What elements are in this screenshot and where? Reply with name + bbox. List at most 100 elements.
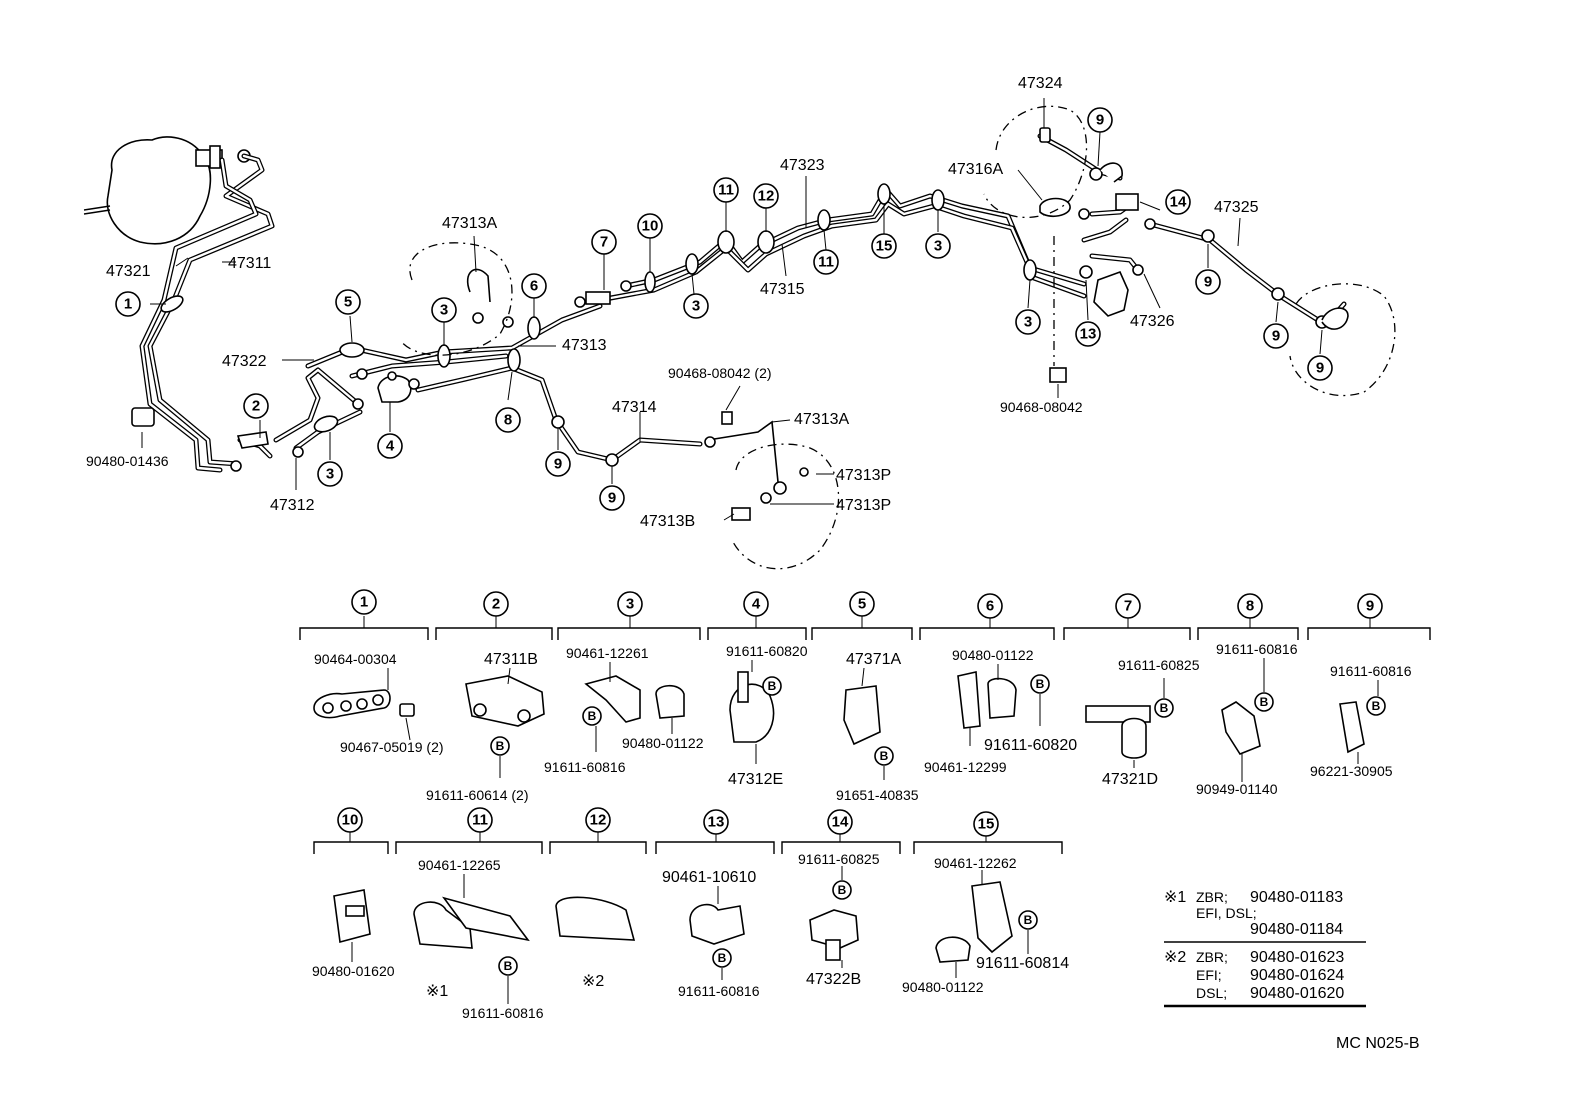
bolt-mark-11: B — [498, 956, 518, 976]
label-47324: 47324 — [1018, 75, 1063, 92]
group-brackets-row1 — [299, 616, 1431, 640]
bolt-mark-1: B — [490, 736, 510, 756]
g13-label-b: 91611-60816 — [678, 983, 760, 999]
bolt-47313B — [731, 507, 751, 521]
detail-circles — [399, 105, 1396, 570]
svg-text:7: 7 — [1124, 598, 1132, 615]
group-5-number: 5 — [849, 591, 875, 617]
clip-90468-08042-a — [721, 411, 733, 425]
g1-label-a: 90464-00304 — [314, 651, 397, 667]
upper-part-labels: 47321 47311 90480-01436 47312 47322 4731… — [86, 75, 1259, 530]
svg-text:B: B — [504, 959, 513, 973]
joint-14 — [1115, 193, 1139, 211]
callout-12-upper: 12 — [753, 183, 779, 209]
group-14-number: 14 — [827, 809, 853, 835]
callout-8-upper: 8 — [495, 407, 521, 433]
label-47313P-b: 47313P — [836, 497, 891, 514]
note2-row3-key: DSL; — [1196, 985, 1227, 1001]
svg-text:5: 5 — [344, 294, 352, 311]
label-90480-01436: 90480-01436 — [86, 453, 169, 469]
svg-text:7: 7 — [600, 234, 608, 251]
svg-text:6: 6 — [986, 598, 994, 615]
svg-text:B: B — [718, 951, 727, 965]
label-90468-08042: 90468-08042 — [1000, 399, 1083, 415]
label-47312: 47312 — [270, 497, 315, 514]
label-47323: 47323 — [780, 157, 825, 174]
group-7-number: 7 — [1115, 593, 1141, 619]
group-6-number: 6 — [977, 593, 1003, 619]
g8-label-b: 90949-01140 — [1196, 781, 1278, 797]
bolt-mark-9: B — [1366, 696, 1386, 716]
svg-text:B: B — [1260, 695, 1269, 709]
g3-label-a: 90461-12261 — [566, 645, 649, 661]
svg-text:11: 11 — [472, 812, 488, 829]
svg-text:3: 3 — [934, 238, 942, 255]
group-13-number: 13 — [703, 809, 729, 835]
note1-row1-key: ZBR; — [1196, 889, 1228, 905]
bolt-mark-3: B — [582, 706, 602, 726]
g9-label-b: 96221-30905 — [1310, 763, 1393, 779]
note2-row3-value: 90480-01620 — [1250, 985, 1344, 1002]
label-47313P-a: 47313P — [836, 467, 891, 484]
g15-label-c: 90480-01122 — [902, 979, 984, 995]
group-11-number: 11 — [467, 807, 493, 833]
svg-text:3: 3 — [692, 298, 700, 315]
svg-text:B: B — [768, 679, 777, 693]
label-47321: 47321 — [106, 263, 151, 280]
callout-3-upper-e: 3 — [1015, 309, 1041, 335]
bolt-mark-8: B — [1254, 692, 1274, 712]
callout-9-upper-e: 9 — [1263, 323, 1289, 349]
g9-label-a: 91611-60816 — [1330, 663, 1412, 679]
svg-text:B: B — [1036, 677, 1045, 691]
svg-text:9: 9 — [1204, 274, 1212, 291]
svg-text:9: 9 — [1096, 112, 1104, 129]
svg-text:12: 12 — [758, 188, 775, 205]
group-1-number: 1 — [351, 589, 377, 615]
g12-label-a: ※2 — [582, 973, 604, 990]
group-15-number: 15 — [973, 811, 999, 837]
g14-label-a: 91611-60825 — [798, 851, 880, 867]
svg-text:B: B — [880, 749, 889, 763]
svg-text:4: 4 — [386, 438, 395, 455]
wheel-cylinder-rear — [1321, 307, 1349, 330]
callout-11-upper-a: 11 — [713, 177, 739, 203]
callout-3-upper-d: 3 — [925, 233, 951, 259]
svg-text:1: 1 — [124, 296, 132, 313]
callout-5-upper: 5 — [335, 289, 361, 315]
hose-47313A-lower — [707, 420, 779, 483]
g3-label-b: 90480-01122 — [622, 735, 704, 751]
svg-text:12: 12 — [590, 812, 607, 829]
svg-text:9: 9 — [1316, 360, 1324, 377]
note2-row2-value: 90480-01624 — [1250, 967, 1344, 984]
callout-4-upper: 4 — [377, 433, 403, 459]
svg-text:9: 9 — [1272, 328, 1280, 345]
clamp-parts-breakdown: 1 2 3 4 5 6 7 8 9 10 11 12 13 14 15 — [299, 589, 1431, 1021]
svg-text:14: 14 — [1170, 194, 1187, 211]
g6-label-a: 90480-01122 — [952, 647, 1034, 663]
g4-label-a: 91611-60820 — [726, 643, 808, 659]
figure-code: MC N025-B — [1336, 1035, 1420, 1052]
hose-47316A — [1039, 197, 1071, 218]
callout-2-upper: 2 — [243, 393, 269, 419]
bolt-mark-15: B — [1018, 910, 1038, 930]
bracket-90480-01436 — [131, 407, 155, 427]
group-brackets-row2 — [313, 832, 1063, 854]
group-9-number: 9 — [1357, 593, 1383, 619]
note1-mark: ※1 — [1164, 889, 1186, 906]
g1-label-b: 90467-05019 (2) — [340, 739, 444, 755]
g5-label-a: 47371A — [846, 651, 901, 668]
pipe-fittings — [131, 127, 1349, 521]
upper-callouts: 1 2 3 4 5 3 6 8 9 9 7 10 3 11 12 11 15 3… — [115, 107, 1333, 511]
group-numbers: 1 2 3 4 5 6 7 8 9 10 11 12 13 14 15 — [337, 589, 1383, 837]
svg-text:3: 3 — [1024, 314, 1032, 331]
g4-label-b: 47312E — [728, 771, 783, 788]
note2-row1-key: ZBR; — [1196, 949, 1228, 965]
callout-13-upper: 13 — [1075, 321, 1101, 347]
callout-9-upper-c: 9 — [1087, 107, 1113, 133]
g6-label-b: 91611-60820 — [984, 737, 1077, 754]
label-47311: 47311 — [228, 255, 271, 272]
callout-11-upper-b: 11 — [813, 249, 839, 275]
callout-3-upper-a: 3 — [317, 461, 343, 487]
svg-text:3: 3 — [626, 596, 634, 613]
callout-9-upper-d: 9 — [1195, 269, 1221, 295]
